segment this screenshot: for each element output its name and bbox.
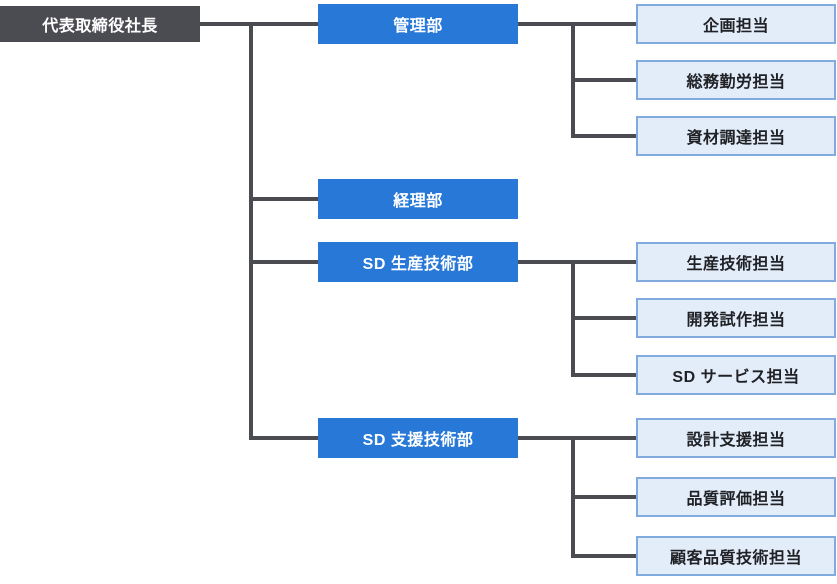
- connector-to-kaihatsu: [571, 316, 636, 320]
- org-node-staff-soumu-kinrou: 総務勤労担当: [636, 60, 836, 100]
- connector-to-shizai: [571, 134, 636, 138]
- connector-seisan-to-seisangijutsu: [518, 260, 636, 264]
- org-node-dept-kanribu: 管理部: [318, 4, 518, 44]
- org-node-staff-sd-service: SD サービス担当: [636, 355, 836, 395]
- connector-to-hinshitsu-hyouka: [571, 495, 636, 499]
- org-node-staff-shizai-choutatsu: 資材調達担当: [636, 116, 836, 156]
- connector-president-to-kanribu: [200, 22, 318, 26]
- connector-to-sd-service: [571, 373, 636, 377]
- org-node-staff-kikaku: 企画担当: [636, 4, 836, 44]
- org-node-staff-sekkei-shien: 設計支援担当: [636, 418, 836, 458]
- org-node-staff-seisan-gijutsu: 生産技術担当: [636, 242, 836, 282]
- org-node-dept-keiribu: 経理部: [318, 179, 518, 219]
- connector-shien-to-sekkei: [518, 436, 636, 440]
- org-node-dept-sd-seisan-gijutsubu: SD 生産技術部: [318, 242, 518, 282]
- connector-to-sd-shien: [249, 436, 318, 440]
- org-node-staff-hinshitsu-hyouka: 品質評価担当: [636, 477, 836, 517]
- org-node-staff-kokyaku-hinshitsu-gijutsu: 顧客品質技術担当: [636, 536, 836, 576]
- org-node-dept-sd-shien-gijutsubu: SD 支援技術部: [318, 418, 518, 458]
- connector-kanribu-to-kikaku: [518, 22, 636, 26]
- connector-root-trunk: [249, 22, 253, 440]
- org-node-president: 代表取締役社長: [0, 6, 200, 42]
- connector-to-kokyaku-hinshitsu: [571, 554, 636, 558]
- connector-to-soumu: [571, 78, 636, 82]
- connector-to-sd-seisan: [249, 260, 318, 264]
- org-node-staff-kaihatsu-shisaku: 開発試作担当: [636, 298, 836, 338]
- connector-to-keiribu: [249, 197, 318, 201]
